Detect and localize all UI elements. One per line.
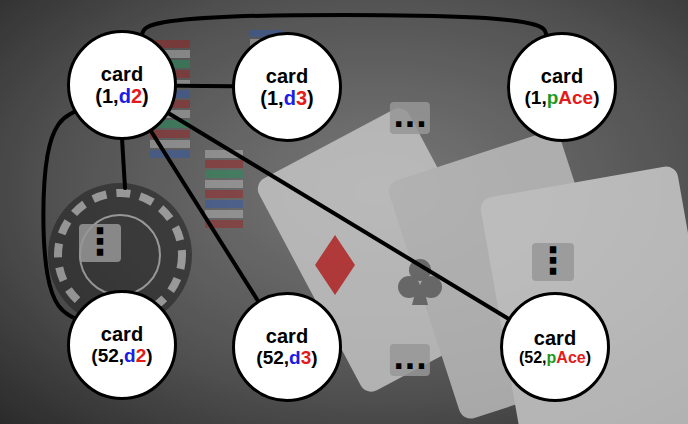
node-text: card(52,d2) [91, 323, 152, 367]
card-node: card(1,pAce) [507, 32, 617, 142]
text-part: (1, [95, 85, 118, 107]
card-node: card(52,pAce) [500, 292, 610, 402]
text-part: ) [593, 88, 599, 109]
circle-outline [69, 32, 176, 139]
circle-outline [234, 34, 341, 141]
node-title: card [256, 325, 317, 347]
card-node: card(1,d3) [232, 32, 342, 142]
node-text: card(52,pAce) [519, 327, 591, 367]
text-part: 3 [301, 348, 312, 369]
node-text: card(1,d3) [260, 65, 313, 110]
ellipsis-label: ... [390, 102, 430, 134]
ellipsis-label: ... [390, 344, 430, 376]
card-index: (1,d2) [95, 85, 148, 107]
text-part: ) [586, 349, 591, 366]
card-index: (52,pAce) [519, 349, 591, 367]
node-title: card [95, 63, 148, 85]
text-part: Ace [556, 349, 585, 366]
card-index: (52,d3) [256, 348, 317, 369]
node-title: card [91, 323, 152, 345]
text-part: ) [307, 87, 314, 109]
text-part: (52, [256, 348, 289, 369]
circle-outline [509, 34, 616, 141]
node-text: card(1,d2) [95, 63, 148, 108]
text-part: (52, [91, 346, 124, 367]
edge-line [43, 111, 75, 318]
circle-outline [69, 292, 176, 399]
ellipsis-label: ⋮ [532, 243, 574, 281]
edge-line [176, 84, 233, 89]
card-index: (1,d3) [260, 87, 313, 109]
node-text: card(1,pAce) [525, 65, 600, 109]
card-index: (52,d2) [91, 346, 152, 367]
text-part: ) [146, 346, 152, 367]
text-part: 3 [296, 87, 307, 109]
text-part: d [289, 348, 301, 369]
text-part: d [119, 85, 131, 107]
elided-edge-stub [122, 138, 125, 188]
node-title: card [519, 327, 591, 349]
card-node: card(52,d3) [232, 292, 342, 402]
card-node: card(52,d2) [67, 290, 177, 400]
text-part: ) [142, 85, 149, 107]
text-part: 2 [131, 85, 142, 107]
text-part: d [124, 346, 136, 367]
text-part: p [547, 88, 559, 109]
text-part: (52, [519, 349, 547, 366]
text-part: 2 [136, 346, 147, 367]
text-part: ) [311, 348, 317, 369]
circle-outline [234, 294, 341, 401]
node-title: card [260, 65, 313, 87]
node-title: card [525, 65, 600, 87]
text-part: p [547, 349, 557, 366]
ellipsis-label: ⋮ [79, 224, 121, 262]
node-text: card(52,d3) [256, 325, 317, 369]
text-part: d [284, 87, 296, 109]
text-part: (1, [525, 88, 547, 109]
circle-outline [502, 294, 609, 401]
edge-line [142, 15, 547, 35]
edge-line [168, 113, 509, 319]
text-part: Ace [558, 88, 593, 109]
card-node: card(1,d2) [67, 30, 177, 140]
text-part: (1, [260, 87, 283, 109]
card-index: (1,pAce) [525, 88, 600, 109]
